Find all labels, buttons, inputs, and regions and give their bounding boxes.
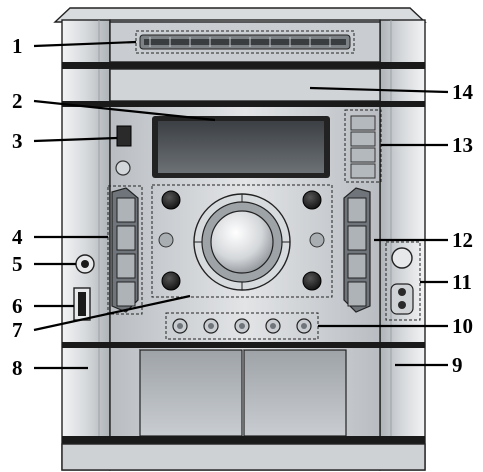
function-buttons (344, 109, 382, 183)
callout-10: 10 (452, 314, 473, 338)
upper-panel (109, 68, 381, 102)
bottom-button-center (177, 323, 183, 329)
bottom-button-center (270, 323, 276, 329)
aux-jack-upper[interactable] (398, 288, 406, 296)
lower-band (62, 342, 425, 348)
volume-knob[interactable] (210, 210, 274, 274)
mic-jack[interactable] (391, 247, 413, 269)
control-button-left[interactable] (158, 232, 174, 248)
callout-3: 3 (12, 129, 23, 153)
function-button-a[interactable] (350, 115, 376, 131)
callout-4: 4 (12, 225, 23, 249)
bottom-band (62, 436, 425, 444)
callout-11: 11 (452, 270, 472, 294)
usb-port[interactable] (78, 292, 86, 316)
top-band (62, 62, 425, 69)
control-button-bottom-left[interactable] (161, 271, 181, 291)
callout-1: 1 (12, 34, 23, 58)
control-button-right[interactable] (309, 232, 325, 248)
right-side-jacks (385, 241, 421, 321)
callout-box-4 (107, 185, 143, 315)
callout-labels: 1 2 3 4 5 6 7 8 9 10 11 12 13 14 (12, 34, 474, 380)
right-button-bank (343, 187, 371, 313)
bottom-button-center (239, 323, 245, 329)
left-bank-button-4[interactable] (116, 281, 136, 307)
display-window (152, 116, 330, 178)
tape-deck-right[interactable] (243, 349, 347, 437)
callout-13: 13 (452, 133, 473, 157)
tape-deck-left[interactable] (139, 349, 243, 437)
base (61, 443, 426, 471)
callout-12: 12 (452, 228, 473, 252)
callout-9: 9 (452, 353, 463, 377)
bottom-button-center (208, 323, 214, 329)
leader-lines (33, 40, 449, 370)
function-button-c[interactable] (350, 147, 376, 163)
right-bank-button-4[interactable] (347, 281, 367, 307)
control-button-bottom-right[interactable] (302, 271, 322, 291)
callout-6: 6 (12, 294, 23, 318)
callout-8: 8 (12, 356, 23, 380)
right-bank-button-1[interactable] (347, 197, 367, 223)
leader-14 (309, 86, 449, 94)
cd-slot-ticks (149, 37, 331, 47)
cd-slot-area (109, 21, 381, 63)
standby-indicator (115, 160, 131, 176)
right-bank-button-3[interactable] (347, 253, 367, 279)
left-button-bank (107, 185, 143, 315)
leader-1 (33, 40, 137, 48)
left-bank-button-3[interactable] (116, 253, 136, 279)
callout-box-7 (151, 184, 333, 298)
leader-3 (33, 136, 118, 143)
callout-7: 7 (12, 318, 23, 342)
callout-14: 14 (452, 80, 474, 104)
left-bank-button-1[interactable] (116, 197, 136, 223)
control-button-top-right[interactable] (302, 190, 322, 210)
right-bank-button-2[interactable] (347, 225, 367, 251)
left-bank-button-2[interactable] (116, 225, 136, 251)
right-side-column (379, 19, 426, 471)
leader-7 (33, 294, 191, 332)
leader-2 (33, 99, 216, 122)
second-band (62, 101, 425, 107)
control-button-top-left[interactable] (161, 190, 181, 210)
callout-2: 2 (12, 89, 23, 113)
function-button-b[interactable] (350, 131, 376, 147)
function-button-d[interactable] (350, 163, 376, 179)
tape-section (138, 349, 347, 437)
callout-5: 5 (12, 252, 23, 276)
aux-jack-lower[interactable] (398, 301, 406, 309)
power-button[interactable] (116, 125, 132, 147)
bottom-button-center (301, 323, 307, 329)
left-side-column (61, 19, 111, 471)
jog-dial[interactable] (193, 193, 291, 291)
